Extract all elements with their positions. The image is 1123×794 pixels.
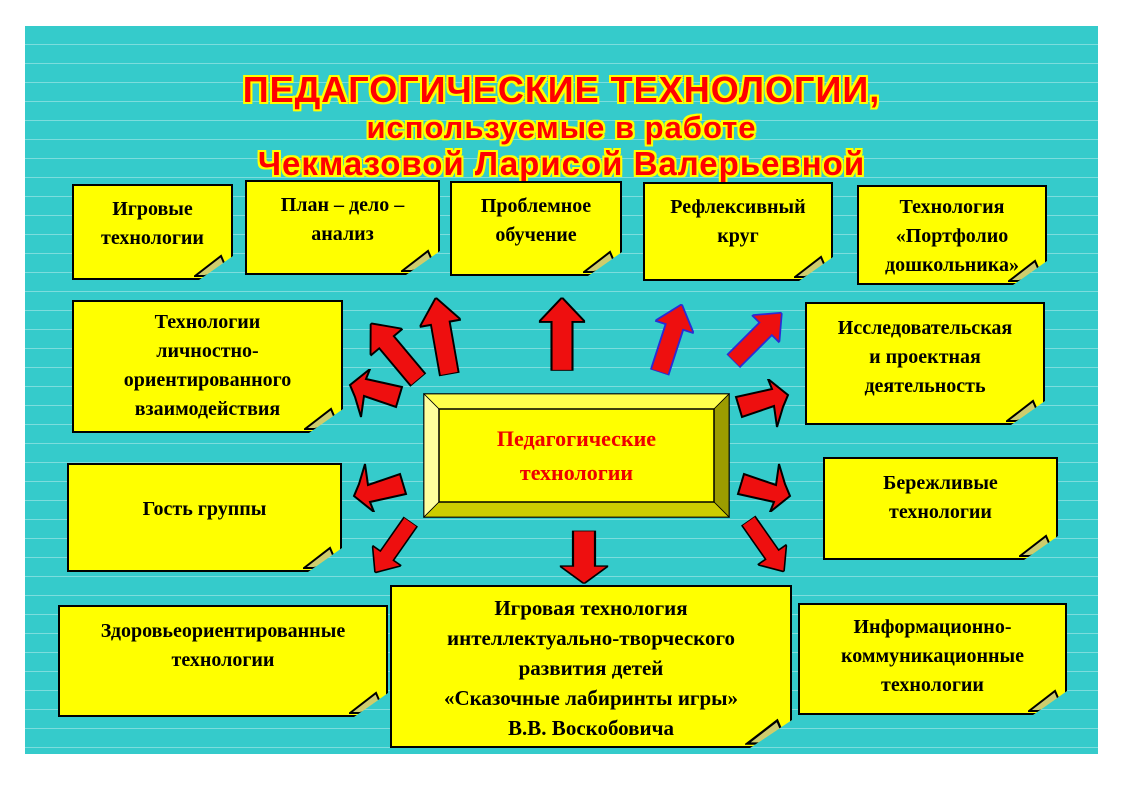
arrow-up-icon bbox=[536, 296, 588, 375]
note-label: Рефлексивный круг bbox=[670, 196, 806, 247]
note-ikt: Информационно- коммуникационные технолог… bbox=[798, 603, 1067, 715]
note-label: Исследовательская и проектная деятельнос… bbox=[837, 317, 1013, 397]
arrow-bent-left-icon bbox=[348, 365, 404, 424]
arrow-down-left-icon bbox=[361, 508, 428, 583]
note-refleksivnyy-krug: Рефлексивный круг bbox=[643, 182, 833, 281]
note-gost-gruppy: Гость группы bbox=[67, 463, 342, 572]
note-problemnoe-obuchenie: Проблемное обучение bbox=[450, 181, 622, 276]
note-label: Игровая технология интеллектуально-творч… bbox=[443, 596, 739, 740]
note-label: Информационно- коммуникационные технолог… bbox=[841, 616, 1024, 696]
arrow-bent-left-icon bbox=[352, 457, 408, 516]
note-label: Технологии личностно- ориентированного в… bbox=[123, 311, 292, 420]
arrow-up-left-icon bbox=[355, 310, 438, 397]
note-berezhlivye: Бережливые технологии bbox=[823, 457, 1058, 560]
title-line-1: ПЕДАГОГИЧЕСКИЕ ТЕХНОЛОГИИ, bbox=[242, 69, 881, 110]
note-label: План – дело – анализ bbox=[280, 194, 405, 245]
note-label: Здоровьеориентированные технологии bbox=[100, 620, 346, 671]
note-issledovatelskaya: Исследовательская и проектная деятельнос… bbox=[805, 302, 1045, 425]
note-igrovye-tekhnologii: Игровые технологии bbox=[72, 184, 233, 280]
note-label: Технология «Портфолио дошкольника» bbox=[884, 196, 1020, 276]
note-voskobovich: Игровая технология интеллектуально-творч… bbox=[390, 585, 792, 748]
arrow-up-right-icon bbox=[639, 298, 701, 383]
arrow-up-icon bbox=[415, 294, 471, 383]
arrow-down-icon bbox=[557, 527, 611, 585]
title-line-3: Чекмазовой Ларисой Валерьевной bbox=[257, 145, 866, 182]
arrow-up-right-icon bbox=[716, 299, 795, 378]
page-title: ПЕДАГОГИЧЕСКИЕ ТЕХНОЛОГИИ, используемые … bbox=[25, 69, 1098, 183]
title-line-2: используемые в работе bbox=[366, 110, 757, 145]
note-label: Проблемное обучение bbox=[480, 195, 592, 246]
note-plan-delo-analiz: План – дело – анализ bbox=[245, 180, 440, 275]
note-zdorove-orientirovannye: Здоровьеориентированные технологии bbox=[58, 605, 388, 717]
note-portfolio-doshkolnika: Технология «Портфолио дошкольника» bbox=[857, 185, 1047, 285]
arrow-down-right-icon bbox=[732, 507, 799, 582]
note-lichnostno-orientirovannoe: Технологии личностно- ориентированного в… bbox=[72, 300, 343, 433]
arrow-bent-right-icon bbox=[734, 375, 790, 434]
note-label: Гость группы bbox=[142, 498, 267, 520]
frame-bevel bbox=[423, 393, 730, 518]
note-label: Бережливые технологии bbox=[883, 472, 998, 523]
note-label: Игровые технологии bbox=[101, 198, 204, 249]
center-box: Педагогические технологии bbox=[423, 393, 730, 518]
center-box-label: Педагогические технологии bbox=[496, 425, 657, 485]
arrow-bent-right-icon bbox=[736, 457, 792, 516]
